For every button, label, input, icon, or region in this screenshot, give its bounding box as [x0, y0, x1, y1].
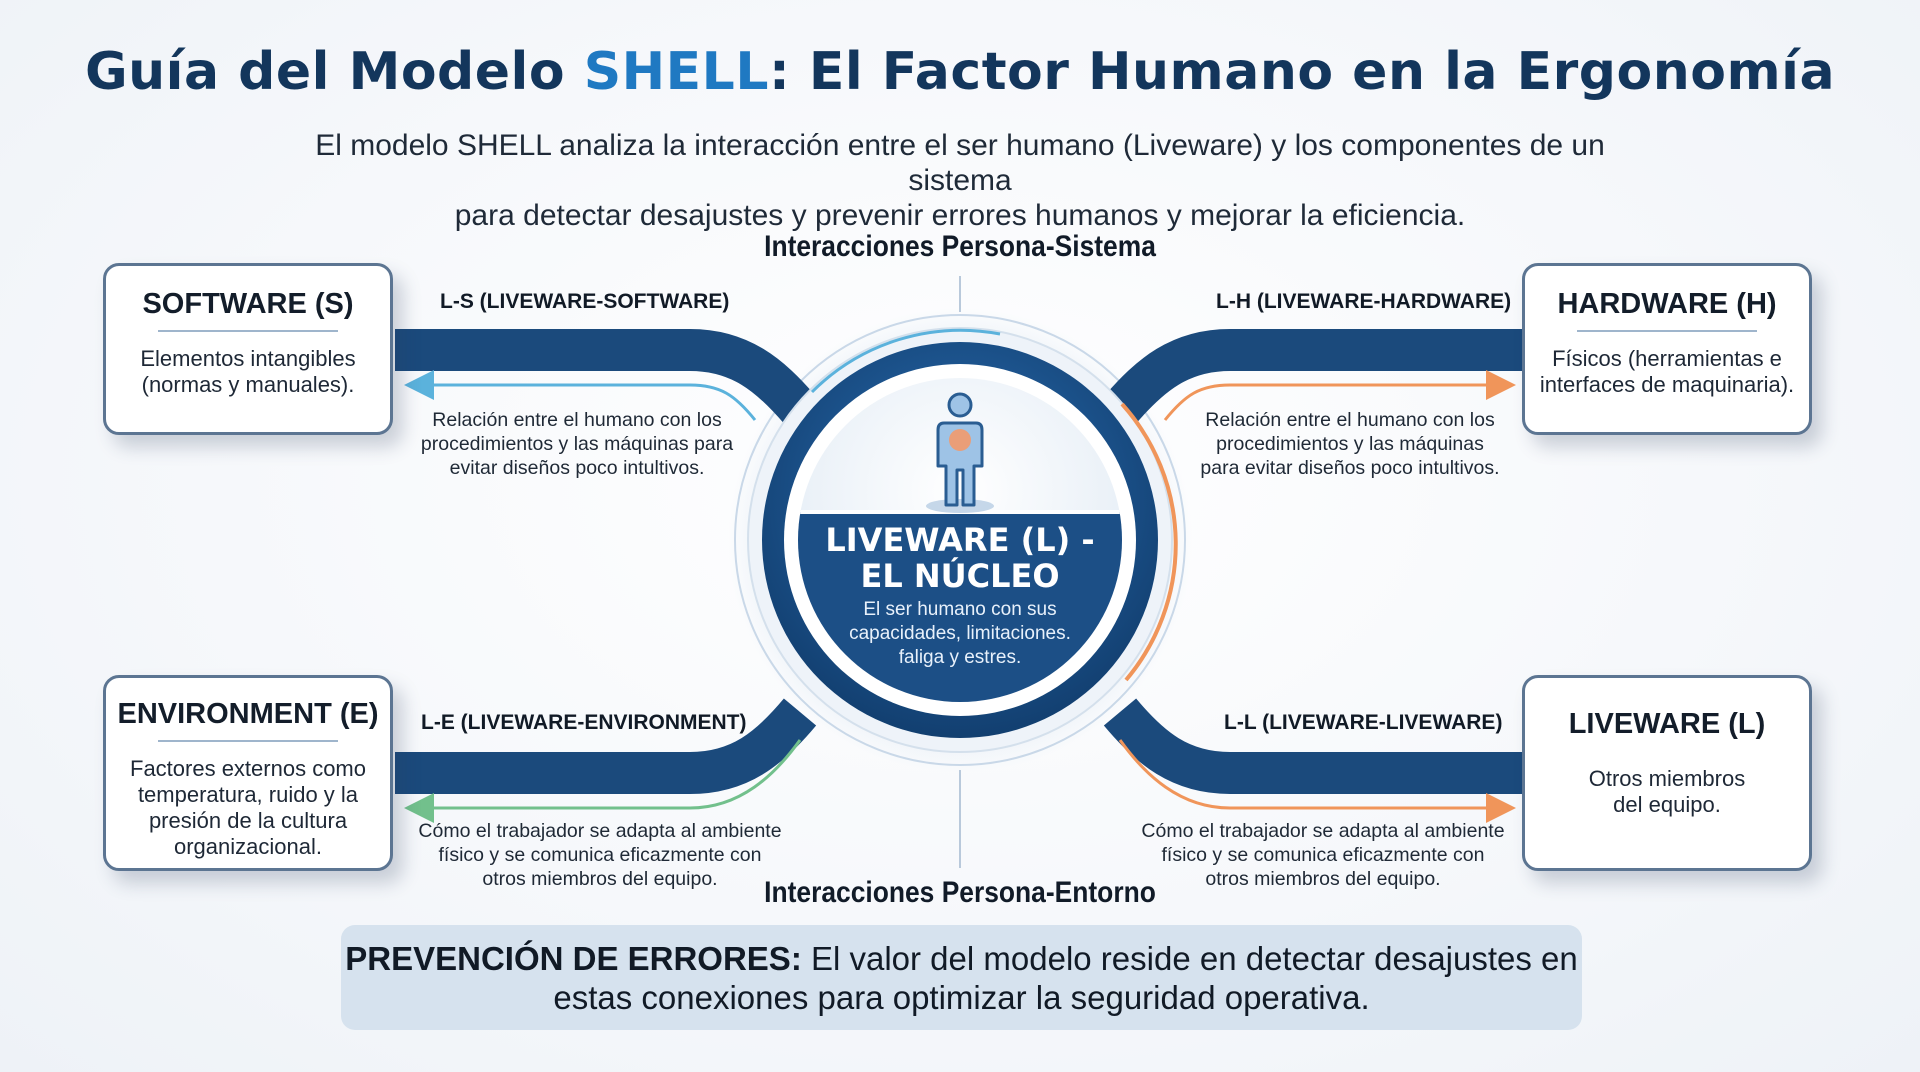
- card-title: SOFTWARE (S): [142, 288, 354, 320]
- page-title: Guía del Modelo SHELL: El Factor Humano …: [84, 42, 1836, 102]
- hub-description: El ser humano con sus capacidades, limit…: [849, 599, 1071, 668]
- hub-title: LIVEWARE (L) - EL NÚCLEO: [825, 521, 1095, 595]
- card-title: LIVEWARE (L): [1568, 708, 1766, 740]
- arrow-le: [404, 739, 802, 823]
- card-liveware: LIVEWARE (L) Otros miembros del equipo.: [1522, 675, 1812, 871]
- card-software: SOFTWARE (S) Elementos intangibles (norm…: [103, 263, 393, 435]
- connection-desc-ls: Relación entre el humano con los procedi…: [420, 409, 734, 479]
- card-divider: [158, 740, 338, 742]
- card-environment: ENVIRONMENT (E) Factores externos como t…: [103, 675, 393, 871]
- connection-desc-lh: Relación entre el humano con los procedi…: [1200, 409, 1500, 479]
- card-title: ENVIRONMENT (E): [117, 698, 379, 730]
- arrow-ll: [1118, 739, 1516, 823]
- banner-heading: PREVENCIÓN DE ERRORES:: [345, 940, 802, 977]
- card-divider: [158, 330, 338, 332]
- connection-desc-ll: Cómo el trabajador se adapta al ambiente…: [1141, 820, 1505, 890]
- band-ls: [395, 329, 816, 424]
- card-divider: [1577, 330, 1757, 332]
- band-le: [395, 698, 817, 794]
- connection-title-ll: L-L (LIVEWARE-LIVEWARE): [1224, 711, 1503, 734]
- connection-title-ls: L-S (LIVEWARE-SOFTWARE): [440, 290, 730, 313]
- band-ll: [1103, 698, 1525, 794]
- card-description: Elementos intangibles (normas y manuales…: [140, 346, 356, 397]
- section-label-system: Interacciones Persona-Sistema: [764, 230, 1156, 263]
- error-prevention-banner: PREVENCIÓN DE ERRORES: El valor del mode…: [341, 925, 1582, 1030]
- section-label-environment: Interacciones Persona-Entorno: [764, 876, 1156, 909]
- card-description: Físicos (herramientas e interfaces de ma…: [1539, 346, 1795, 397]
- person-icon: [926, 392, 994, 513]
- card-description: Factores externos como temperatura, ruid…: [130, 756, 366, 859]
- title-accent: SHELL: [583, 42, 769, 102]
- connection-desc-le: Cómo el trabajador se adapta al ambiente…: [418, 820, 782, 890]
- card-title: HARDWARE (H): [1557, 288, 1777, 320]
- band-lh: [1104, 329, 1525, 424]
- arrow-lh: [1163, 370, 1516, 421]
- connection-title-lh: L-H (LIVEWARE-HARDWARE): [1216, 290, 1512, 313]
- page-subtitle: El modelo SHELL analiza la interacción e…: [315, 129, 1605, 232]
- arrow-ls: [404, 370, 757, 421]
- card-description: Otros miembros del equipo.: [1588, 766, 1746, 817]
- connection-title-le: L-E (LIVEWARE-ENVIRONMENT): [421, 711, 747, 734]
- card-hardware: HARDWARE (H) Físicos (herramientas e int…: [1522, 263, 1812, 435]
